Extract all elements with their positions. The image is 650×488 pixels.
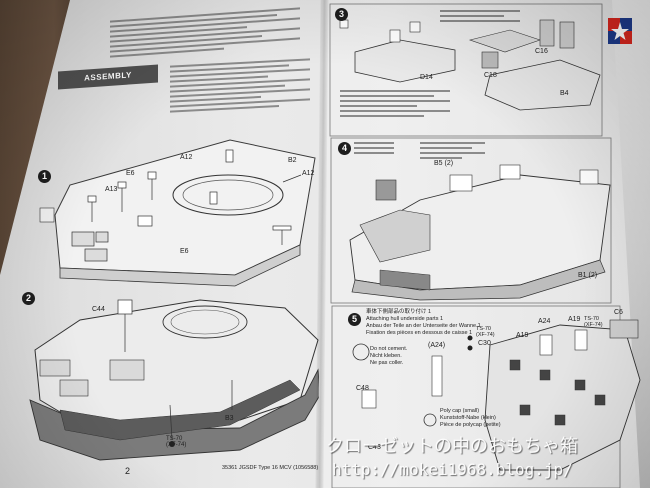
step4-drawing [349, 164, 611, 301]
step3-text-block [440, 10, 520, 25]
step1-hull-drawing [39, 139, 316, 287]
step3-drawing [339, 19, 601, 111]
step1-part-label: E6 [180, 248, 189, 255]
step4-part-label: B5 (2) [434, 160, 454, 167]
polycap-note: Poly cap (small) Kunststoff-Nabe (klein)… [440, 408, 501, 429]
step2-hull-drawing [29, 299, 321, 461]
step3-part-label: D14 [420, 74, 433, 81]
step1-part-label: A12 [302, 170, 315, 177]
step4-part-label: B1 (2) [578, 272, 598, 279]
step5-part-label: C30 [478, 340, 491, 347]
step5-part-label: C48 [356, 385, 369, 392]
step4-title-text [354, 142, 394, 157]
watermark-title: クローゼットの中のおもちゃ箱 [326, 436, 578, 457]
step5-paint-callout: TS-70 (XF-74) [584, 316, 603, 328]
step3-part-label: C18 [484, 72, 497, 79]
step4-instruction-text [420, 142, 485, 162]
step5-drawing [352, 319, 641, 471]
step4-frame [330, 137, 612, 304]
step3-instruction-text [340, 90, 450, 120]
step4-number: 4 [338, 142, 351, 155]
step1-part-label: A13 [105, 186, 118, 193]
brand-star-logo [608, 18, 632, 44]
step5-part-label: A19 [568, 316, 581, 323]
polycap-line: Pièce de polycap (petite) [440, 422, 501, 428]
page-number: 2 [125, 466, 131, 476]
step1-number: 1 [38, 170, 51, 183]
watermark-url: http://mokei1968.blog.jp/ [332, 460, 573, 479]
step3-part-label: B4 [560, 90, 569, 97]
step5-title-line: 車体下側部品の取り付け 1 [366, 309, 432, 315]
step1-part-label: E6 [126, 170, 135, 177]
step5-title: 車体下側部品の取り付け 1 Attaching hull underside p… [366, 309, 481, 337]
no-cement-line: Ne pas coller. [370, 360, 404, 366]
step5-paint-callout: TS-70 (XF-74) [476, 326, 495, 338]
step5-number: 5 [348, 313, 361, 326]
step5-part-label: C6 [614, 309, 623, 316]
step3-frame [329, 3, 603, 137]
step5-part-label: C43 [368, 444, 381, 451]
step5-title-line: Attaching hull underside parts 1 [366, 316, 444, 322]
polycap-line: Poly cap (small) [440, 408, 480, 414]
step5-part-label: A24 [538, 318, 551, 325]
step1-part-label: B2 [288, 157, 297, 164]
no-cement-line: Do not cement. [370, 346, 408, 352]
step2-paint-callout: TS-70 (XF-74) [166, 436, 187, 448]
polycap-line: Kunststoff-Nabe (klein) [440, 415, 496, 421]
step5-part-label: A19 [516, 332, 529, 339]
step5-part-label: (A24) [428, 342, 446, 349]
step3-number: 3 [335, 8, 348, 21]
step5-title-line: Anbau der Teile an der Unterseite der Wa… [366, 323, 481, 329]
step1-part-label: A12 [180, 154, 193, 161]
step2-number: 2 [22, 292, 35, 305]
step2-part-label: B3 [225, 415, 234, 422]
no-cement-line: Nicht kleben. [370, 353, 402, 359]
step2-part-label: C44 [92, 306, 105, 313]
no-cement-note: Do not cement. Nicht kleben. Ne pas coll… [370, 346, 407, 367]
step3-part-label: C16 [535, 48, 548, 55]
step5-title-line: Fixation des pièces en dessous de caisse… [366, 330, 473, 336]
footer-kit-title: 35361 JGSDF Type 16 MCV (1056588) [222, 465, 319, 471]
